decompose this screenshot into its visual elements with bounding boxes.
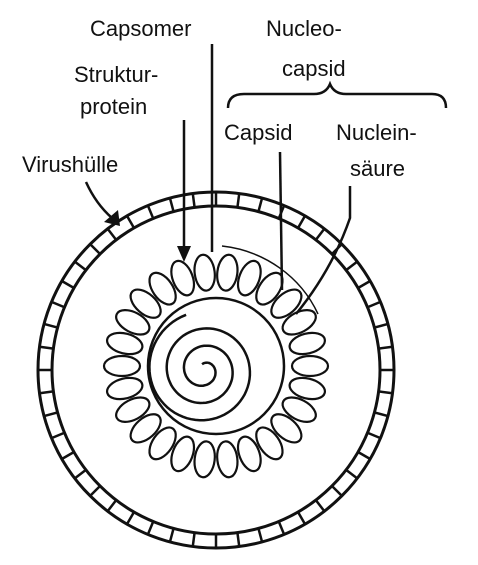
- capsomer: [129, 413, 162, 444]
- capsomer: [148, 271, 177, 306]
- label-strukturprotein-2: protein: [80, 94, 147, 119]
- envelope-segment: [146, 521, 155, 535]
- nucleocapsid-core: [146, 296, 286, 436]
- capsomer: [288, 376, 327, 401]
- capsomer: [170, 259, 196, 297]
- envelope-segment: [236, 193, 241, 208]
- capsomer: [216, 253, 239, 292]
- envelope-segment: [39, 345, 54, 350]
- envelope-segment: [357, 450, 371, 461]
- envelope-segment: [43, 411, 58, 418]
- envelope-segments: [38, 192, 394, 548]
- capsid-outline-arc: [221, 245, 319, 315]
- capsomer: [236, 259, 262, 297]
- leader-nucleinsaeure: [295, 186, 352, 315]
- envelope-segment: [61, 279, 75, 290]
- envelope-segment: [378, 345, 393, 350]
- envelope-segment: [257, 197, 264, 212]
- capsomer: [270, 413, 303, 444]
- capsomer: [216, 440, 239, 479]
- envelope-segment: [374, 322, 389, 329]
- capsomer: [105, 331, 144, 356]
- envelope-segment: [191, 532, 196, 547]
- nucleocapsid-bracket: [226, 80, 448, 109]
- label-nucleocapsid-1: Nucleo-: [266, 16, 342, 41]
- capsomer: [170, 435, 196, 473]
- envelope-segment: [191, 193, 196, 208]
- envelope-segment: [125, 511, 136, 525]
- envelope-segment: [168, 197, 175, 212]
- capsomer: [115, 309, 151, 336]
- envelope-segment: [357, 279, 371, 290]
- envelope-segment: [74, 260, 87, 272]
- envelope-segment: [89, 485, 101, 497]
- envelope-segment: [106, 228, 118, 241]
- envelope-segment: [367, 300, 381, 309]
- envelope-segment: [106, 499, 118, 512]
- envelope-segment: [146, 205, 155, 219]
- envelope-segment: [331, 485, 343, 497]
- leader-capsid: [278, 151, 284, 291]
- envelope-segment: [277, 521, 286, 535]
- capsomer: [102, 354, 142, 378]
- envelope-segment: [345, 260, 358, 272]
- envelope-segment: [257, 528, 264, 543]
- capsomer: [288, 331, 327, 356]
- capsomer-ring: [102, 253, 330, 479]
- envelope-segment: [296, 511, 307, 525]
- capsomer: [148, 426, 177, 461]
- envelope-segment: [378, 390, 393, 395]
- label-nucleocapsid-2: capsid: [282, 56, 346, 81]
- envelope-segment: [39, 390, 54, 395]
- capsomer: [193, 440, 216, 479]
- capsomer: [105, 376, 144, 401]
- capsomer: [281, 396, 317, 423]
- envelope-segment: [236, 532, 241, 547]
- capsomer: [236, 435, 262, 473]
- envelope-segment: [314, 228, 326, 241]
- capsomer: [255, 271, 284, 306]
- envelope-segment: [125, 215, 136, 229]
- envelope-segment: [168, 528, 175, 543]
- envelope-segment: [314, 499, 326, 512]
- envelope-segment: [374, 411, 389, 418]
- leader-virushuelle: [84, 181, 113, 219]
- label-strukturprotein-1: Struktur-: [74, 62, 158, 87]
- capsomer: [255, 426, 284, 461]
- envelope-segment: [43, 322, 58, 329]
- envelope-segment: [296, 215, 307, 229]
- capsomer: [129, 288, 162, 319]
- envelope-segment: [367, 431, 381, 440]
- nucleic-acid-spiral: [148, 313, 252, 422]
- capsomer: [290, 354, 330, 378]
- capsomer: [281, 309, 317, 336]
- envelope-segment: [51, 431, 65, 440]
- label-nucleinsaeure-1: Nuclein-: [336, 120, 417, 145]
- envelope-segment: [61, 450, 75, 461]
- envelope-segment: [74, 468, 87, 480]
- envelope-segment: [345, 468, 358, 480]
- capsomer: [115, 396, 151, 423]
- envelope-segment: [89, 243, 101, 255]
- capsomer: [270, 288, 303, 319]
- label-nucleinsaeure-2: säure: [350, 156, 405, 181]
- envelope-segment: [51, 300, 65, 309]
- arrow-strukturprotein: [177, 246, 191, 262]
- label-virushuelle: Virushülle: [22, 152, 118, 177]
- capsomer: [193, 253, 216, 292]
- label-capsomer: Capsomer: [90, 16, 191, 41]
- arrow-virushuelle: [104, 210, 120, 226]
- label-capsid: Capsid: [224, 120, 292, 145]
